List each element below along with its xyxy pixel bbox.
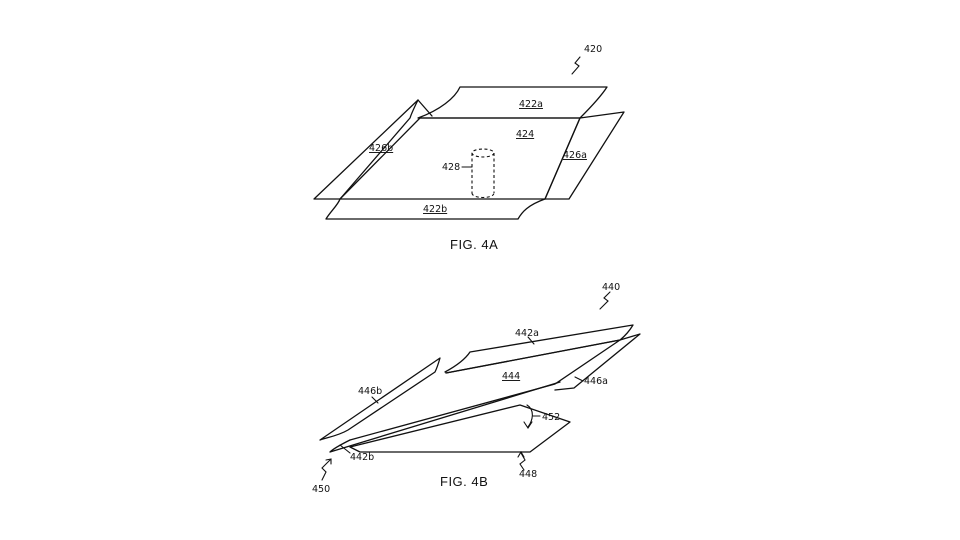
figure-4a: 420 422a 424 426a 426b 428 422b FIG. 4A bbox=[313, 44, 625, 252]
panel-442a bbox=[444, 324, 634, 374]
caption-fig-4a: FIG. 4A bbox=[450, 237, 498, 252]
base-448 bbox=[349, 404, 571, 453]
ref-420-arrow bbox=[571, 56, 581, 75]
panel-424 bbox=[339, 117, 581, 200]
label-446b: 446b bbox=[358, 386, 382, 397]
leader-446b bbox=[371, 396, 379, 404]
flap-446a bbox=[554, 333, 641, 391]
panel-422b bbox=[325, 198, 546, 220]
label-444: 444 bbox=[502, 371, 520, 382]
ref-448-arrow bbox=[519, 452, 526, 471]
label-442a: 442a bbox=[515, 328, 539, 339]
flap-426b bbox=[313, 99, 419, 200]
label-426b: 426b bbox=[369, 143, 393, 154]
label-424: 424 bbox=[516, 129, 534, 140]
hinge-arrow-452 bbox=[526, 404, 533, 428]
label-446a: 446a bbox=[584, 376, 608, 387]
ref-440-label: 440 bbox=[602, 282, 620, 293]
flap-446b bbox=[319, 357, 441, 441]
label-448: 448 bbox=[519, 469, 537, 480]
leader-446a bbox=[574, 376, 584, 382]
label-450: 450 bbox=[312, 484, 330, 495]
label-452: 452 bbox=[542, 412, 560, 423]
ref-420-label: 420 bbox=[584, 44, 602, 55]
label-428: 428 bbox=[442, 162, 460, 173]
figure-4b: 440 442a 444 446a 446b 452 442b 448 450 … bbox=[312, 282, 641, 495]
ref-450-arrow-head bbox=[325, 458, 332, 465]
label-422a: 422a bbox=[519, 99, 543, 110]
panel-442b bbox=[329, 381, 561, 453]
ref-448-arrow-head bbox=[517, 450, 525, 458]
label-422b: 422b bbox=[423, 204, 447, 215]
flap-426b-edge bbox=[417, 99, 433, 117]
panel-422a bbox=[417, 86, 608, 119]
hinge-arrow-head bbox=[523, 421, 533, 429]
leader-442a bbox=[527, 336, 535, 345]
cylinder-428 bbox=[471, 148, 495, 199]
label-426a: 426a bbox=[563, 150, 587, 161]
ref-440-arrow bbox=[599, 291, 611, 310]
leader-442b bbox=[339, 444, 351, 454]
caption-fig-4b: FIG. 4B bbox=[440, 474, 488, 489]
ref-450-arrow bbox=[321, 459, 331, 481]
panel-444 bbox=[349, 339, 621, 441]
label-442b: 442b bbox=[350, 452, 374, 463]
